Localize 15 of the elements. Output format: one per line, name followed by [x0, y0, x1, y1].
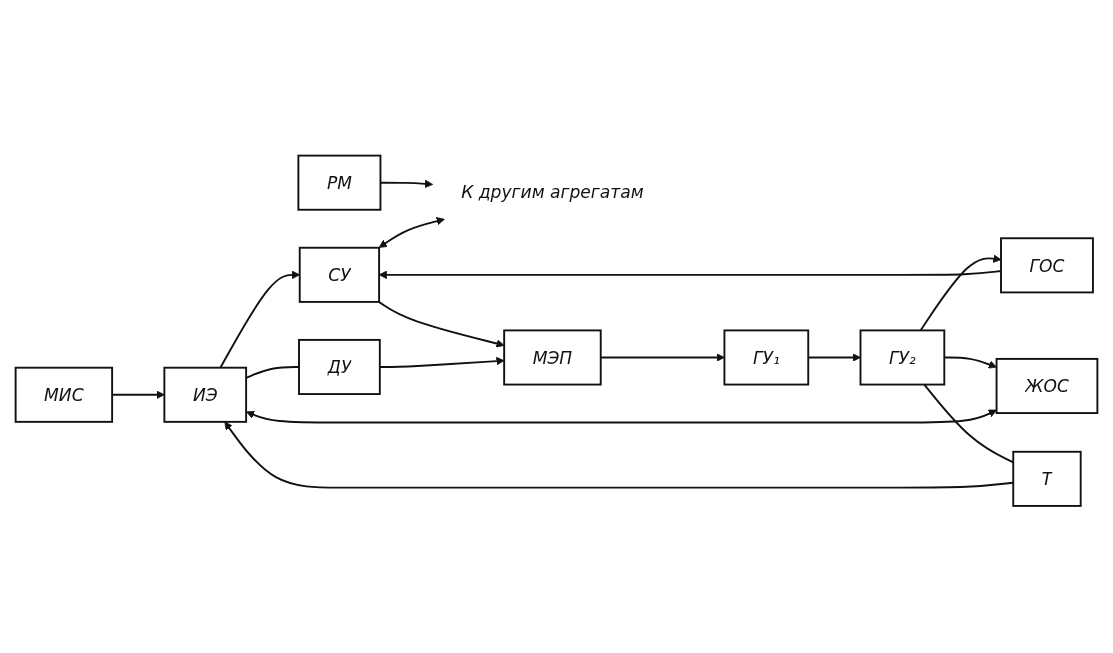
node-box: СУ	[298, 246, 381, 303]
node-box: ИЭ	[163, 366, 248, 423]
arrow	[377, 300, 505, 348]
node-text: К другим агрегатам	[461, 181, 644, 202]
node-box: МИС	[14, 366, 114, 423]
node-box: ЖОС	[995, 357, 1099, 414]
arrow	[378, 216, 445, 248]
node-box: РМ	[297, 154, 382, 211]
node-box: ДУ	[298, 338, 381, 395]
node-box: ГУ₁	[723, 329, 810, 386]
arrow	[919, 254, 1002, 332]
node-box: ГУ₂	[859, 329, 946, 386]
node-box: ГОС	[1000, 237, 1094, 294]
arrow	[246, 409, 997, 424]
node-box: МЭП	[503, 329, 602, 386]
